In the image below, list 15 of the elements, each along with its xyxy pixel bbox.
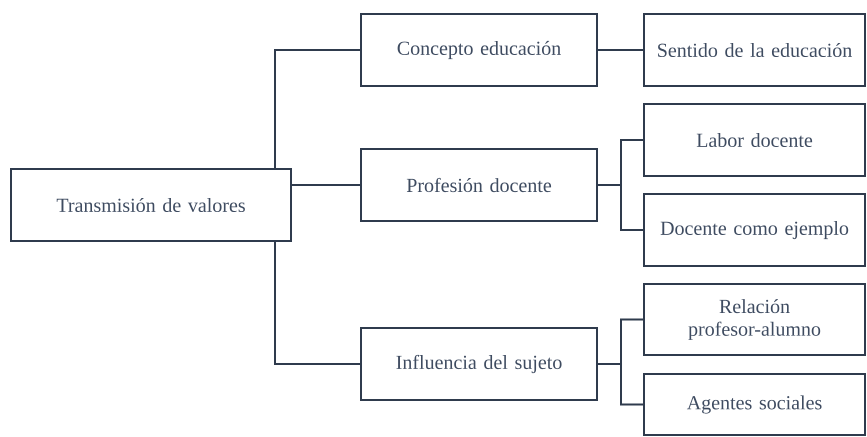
leaf-box: Labor docente xyxy=(643,103,866,177)
leaf-box: Sentido de la educación xyxy=(643,13,866,87)
connector xyxy=(292,184,360,186)
root-box: Transmisión de valores xyxy=(10,168,292,242)
connector xyxy=(598,184,643,231)
connector xyxy=(274,242,360,365)
topic-box: Profesión docente xyxy=(360,148,598,222)
leaf-box: Agentes sociales xyxy=(643,373,866,436)
leaf-box: Relación profesor-alumno xyxy=(643,283,866,356)
connector xyxy=(274,49,360,168)
leaf-box: Docente como ejemplo xyxy=(643,193,866,267)
topic-box: Concepto educación xyxy=(360,13,598,87)
topic-box: Influencia del sujeto xyxy=(360,327,598,401)
connector xyxy=(598,49,643,51)
connector xyxy=(598,363,643,406)
